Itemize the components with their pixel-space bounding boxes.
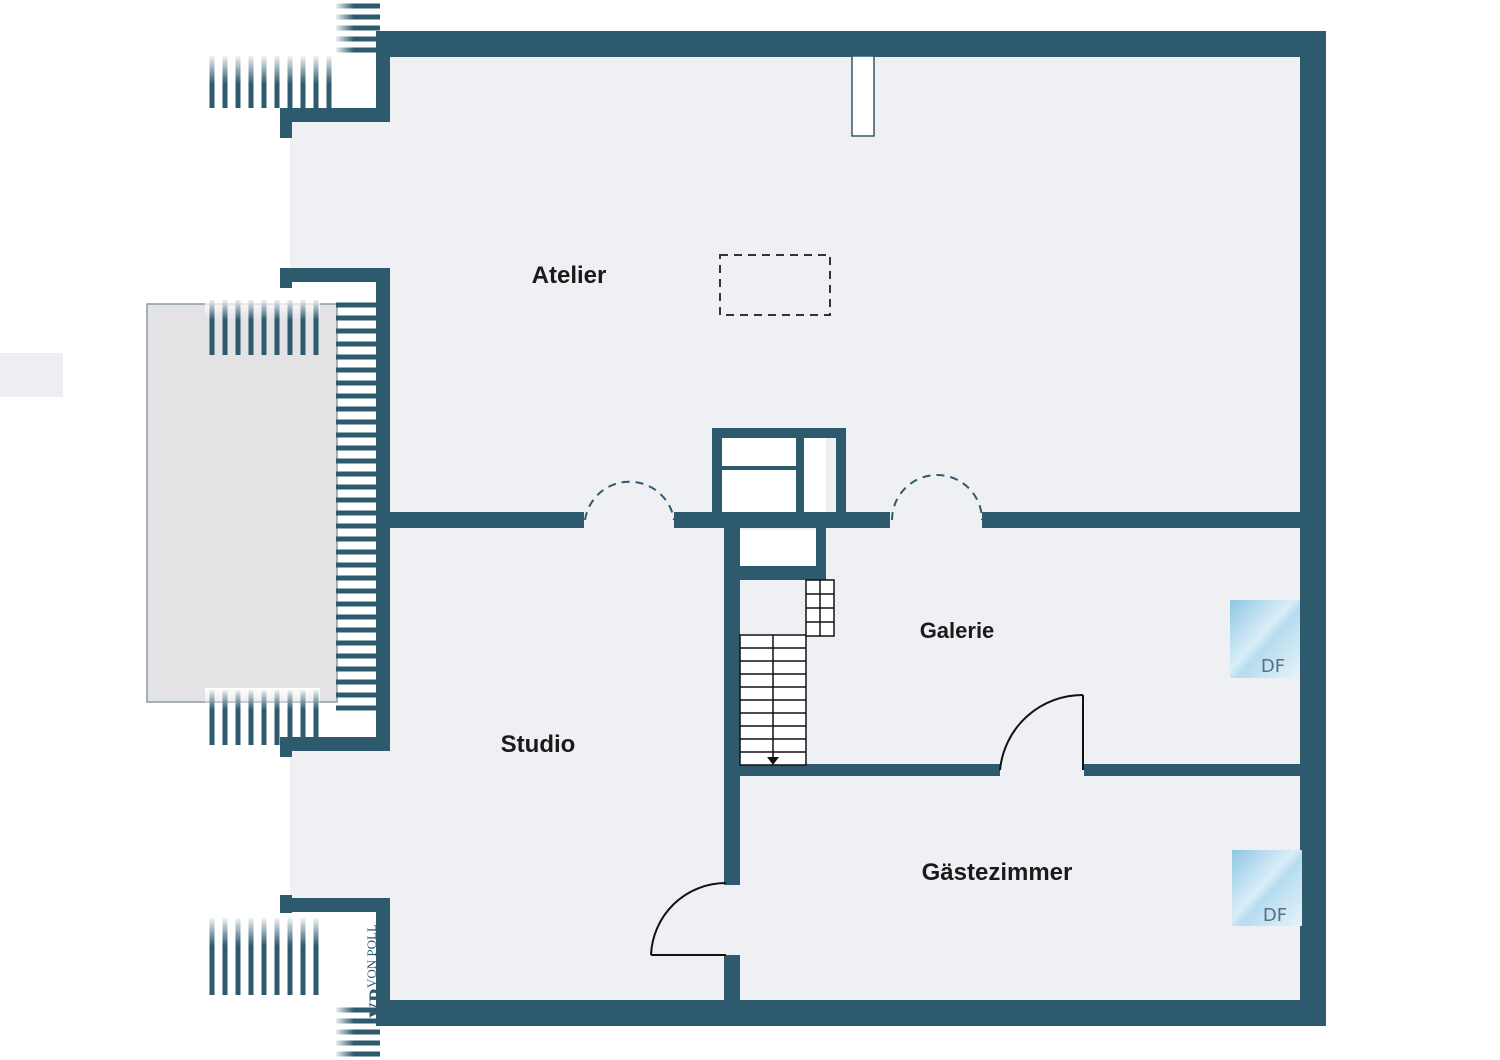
chimney xyxy=(851,55,875,137)
skylight-2: DF xyxy=(1232,850,1302,926)
shaft xyxy=(722,438,826,566)
walls xyxy=(280,31,1326,1026)
skylight-label: DF xyxy=(1261,656,1285,677)
skylight-1: DF xyxy=(1230,600,1300,678)
door-arc-left xyxy=(584,480,675,521)
brand-name: VON POLL xyxy=(364,924,379,988)
room-label-atelier: Atelier xyxy=(532,262,607,289)
room-label-studio: Studio xyxy=(501,731,576,758)
room-label-galerie: Galerie xyxy=(920,618,995,643)
side-marker xyxy=(0,353,63,397)
floor xyxy=(290,56,1300,1001)
brand-subline: IMMOBILIEN xyxy=(382,939,388,986)
credit: McGrundriss xyxy=(1309,955,1321,1018)
brand-logo: VP VON POLL IMMOBILIEN xyxy=(364,924,389,1018)
door-arc-right xyxy=(891,474,983,521)
skylight-label: DF xyxy=(1263,905,1287,926)
brand-monogram: VP xyxy=(364,989,389,1018)
room-label-gaestezimmer: Gästezimmer xyxy=(922,859,1073,886)
balcony xyxy=(146,303,338,703)
ceiling-hatch xyxy=(719,254,831,316)
door-swings xyxy=(650,693,1084,956)
